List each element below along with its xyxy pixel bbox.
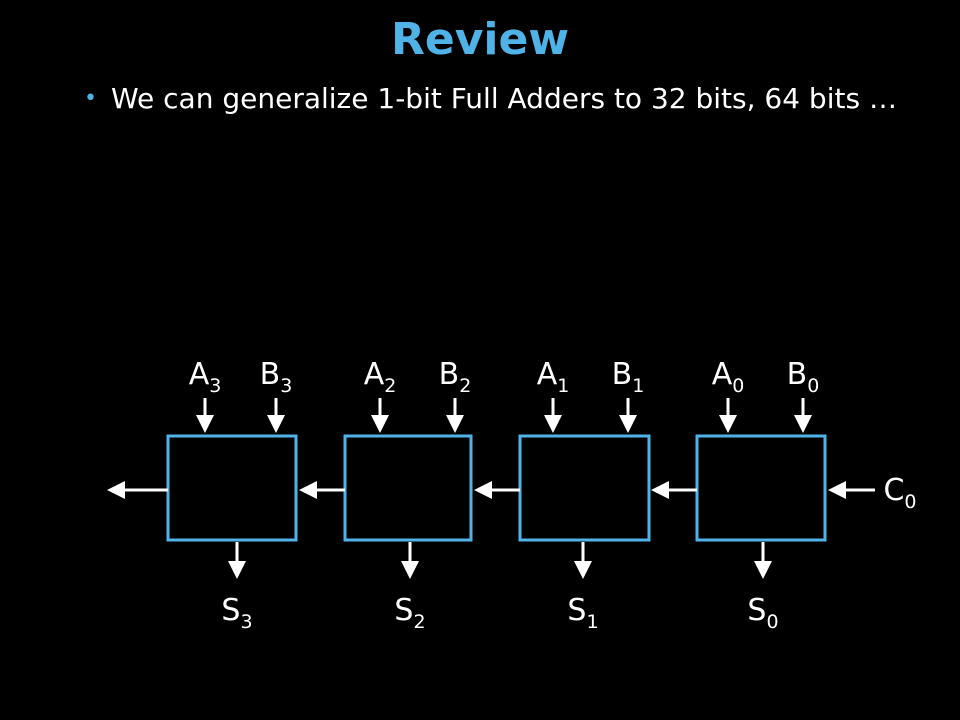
bullet-icon: • [84, 86, 97, 111]
full-adder-box [343, 434, 473, 542]
input-label-b0: B0 [787, 357, 820, 397]
input-label-a2: A2 [364, 357, 397, 397]
input-label-b1: B1 [612, 357, 645, 397]
input-label-a3: A3 [189, 357, 222, 397]
sum-label-s3: S3 [221, 593, 252, 633]
bullet-item: • We can generalize 1-bit Full Adders to … [84, 82, 897, 115]
input-label-a0: A0 [712, 357, 745, 397]
input-label-b3: B3 [260, 357, 293, 397]
input-label-b2: B2 [439, 357, 472, 397]
bullet-text: We can generalize 1-bit Full Adders to 3… [110, 82, 897, 115]
full-adder-box [695, 434, 827, 542]
full-adder-box [518, 434, 651, 542]
carry-in-label: C0 [883, 473, 916, 513]
sum-label-s0: S0 [747, 593, 778, 633]
sum-label-s1: S1 [567, 593, 598, 633]
full-adder-box [166, 434, 298, 542]
slide-title: Review [391, 14, 569, 65]
input-label-a1: A1 [537, 357, 570, 397]
sum-label-s2: S2 [394, 593, 425, 633]
